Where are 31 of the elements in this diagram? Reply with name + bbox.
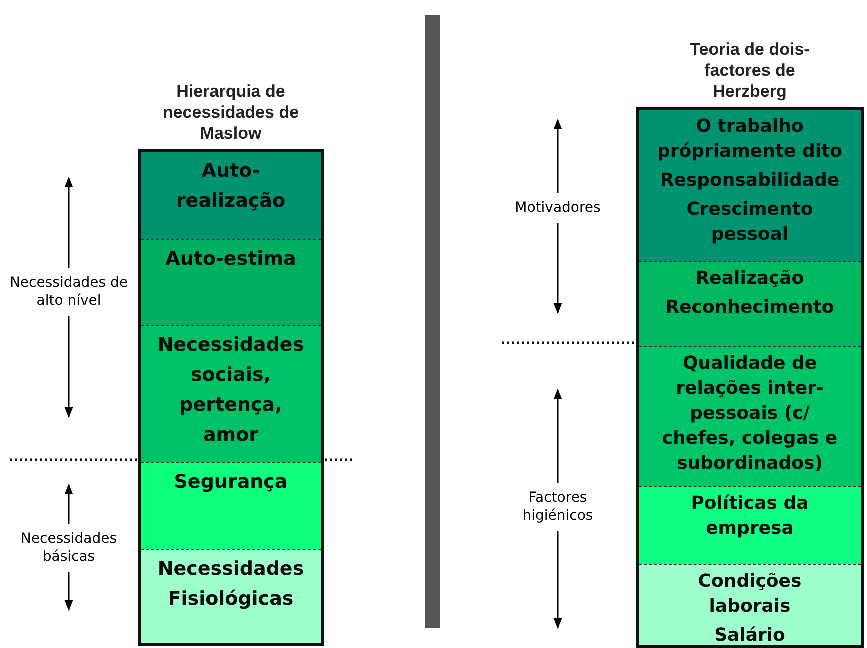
band-text: Segurança (174, 470, 288, 495)
band-text: Crescimento pessoal (686, 198, 814, 247)
level-band (141, 239, 321, 325)
band-text: Responsabilidade (660, 169, 840, 193)
band-text: Reconhecimento (666, 296, 834, 320)
band-text: Necessidades Fisiológicas (156, 557, 306, 612)
band-text: Auto-realização (175, 159, 287, 214)
side-label: Motivadores (514, 199, 602, 217)
side-label: Factores higiénicos (522, 489, 594, 525)
level-band (639, 261, 861, 346)
level-band (639, 486, 861, 564)
level-band (141, 549, 321, 643)
band-text: Necessidades sociais, pertença, amor (156, 333, 306, 448)
column-heading: Teoria de dois-factores de Herzberg (689, 39, 811, 102)
band-text: Auto-estima (166, 247, 296, 272)
level-band (141, 462, 321, 549)
level-band (141, 325, 321, 462)
side-label: Necessidades de alto nível (8, 274, 130, 310)
level-band (639, 346, 861, 486)
level-band (639, 564, 861, 645)
level-band (141, 152, 321, 239)
level-band (639, 110, 861, 261)
band-text: Realização (696, 267, 804, 291)
side-label: Necessidades básicas (20, 530, 118, 566)
divider-bar (425, 15, 440, 628)
band-text: O trabalho própriamente dito (656, 115, 844, 164)
band-text: Salário (714, 624, 786, 648)
band-text: Condições laborais (697, 570, 803, 619)
band-text: Políticas da empresa (690, 492, 810, 541)
band-text: Qualidade de relações inter-pessoais (c/ chefes, colegas e subordinados) (661, 352, 839, 476)
column-heading: Hierarquia de necessidades de Maslow (162, 81, 300, 144)
